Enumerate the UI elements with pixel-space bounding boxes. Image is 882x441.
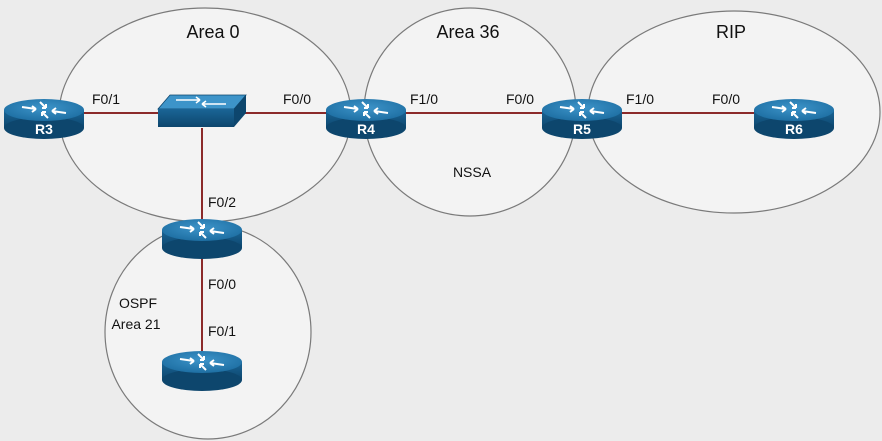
router-area21-internal[interactable]	[162, 351, 242, 391]
router-icon	[326, 99, 406, 139]
router-r4[interactable]: R4	[326, 99, 406, 139]
router-r5[interactable]: R5	[542, 99, 622, 139]
router-icon	[162, 219, 242, 259]
r5-f10-label: F1/0	[626, 91, 654, 107]
r6-f00-label: F0/0	[712, 91, 740, 107]
switch[interactable]	[157, 94, 247, 127]
ospf-label: OSPF	[119, 295, 157, 311]
router-icon	[162, 351, 242, 391]
area-36-label: Area 36	[436, 22, 499, 42]
bottom-f01-label: F0/1	[208, 323, 236, 339]
r3-f01-label: F0/1	[92, 91, 120, 107]
mid-f00-label: F0/0	[208, 276, 236, 292]
router-icon	[754, 99, 834, 139]
router-area21-abr[interactable]	[162, 219, 242, 259]
area-0-label: Area 0	[186, 22, 239, 42]
mid-f02-label: F0/2	[208, 194, 236, 210]
router-icon	[4, 99, 84, 139]
router-r4-label: R4	[357, 121, 375, 137]
r4-f00-label: F0/0	[283, 91, 311, 107]
rip-label: RIP	[716, 22, 746, 42]
r4-f10-label: F1/0	[410, 91, 438, 107]
switch-icon	[157, 94, 247, 127]
router-r3-label: R3	[35, 121, 53, 137]
router-icon	[542, 99, 622, 139]
r5-f00-label: F0/0	[506, 91, 534, 107]
area-21-label: Area 21	[111, 316, 160, 332]
router-r6[interactable]: R6	[754, 99, 834, 139]
router-r6-label: R6	[785, 121, 803, 137]
router-r3[interactable]: R3	[4, 99, 84, 139]
router-r5-label: R5	[573, 121, 591, 137]
nssa-label: NSSA	[453, 164, 492, 180]
